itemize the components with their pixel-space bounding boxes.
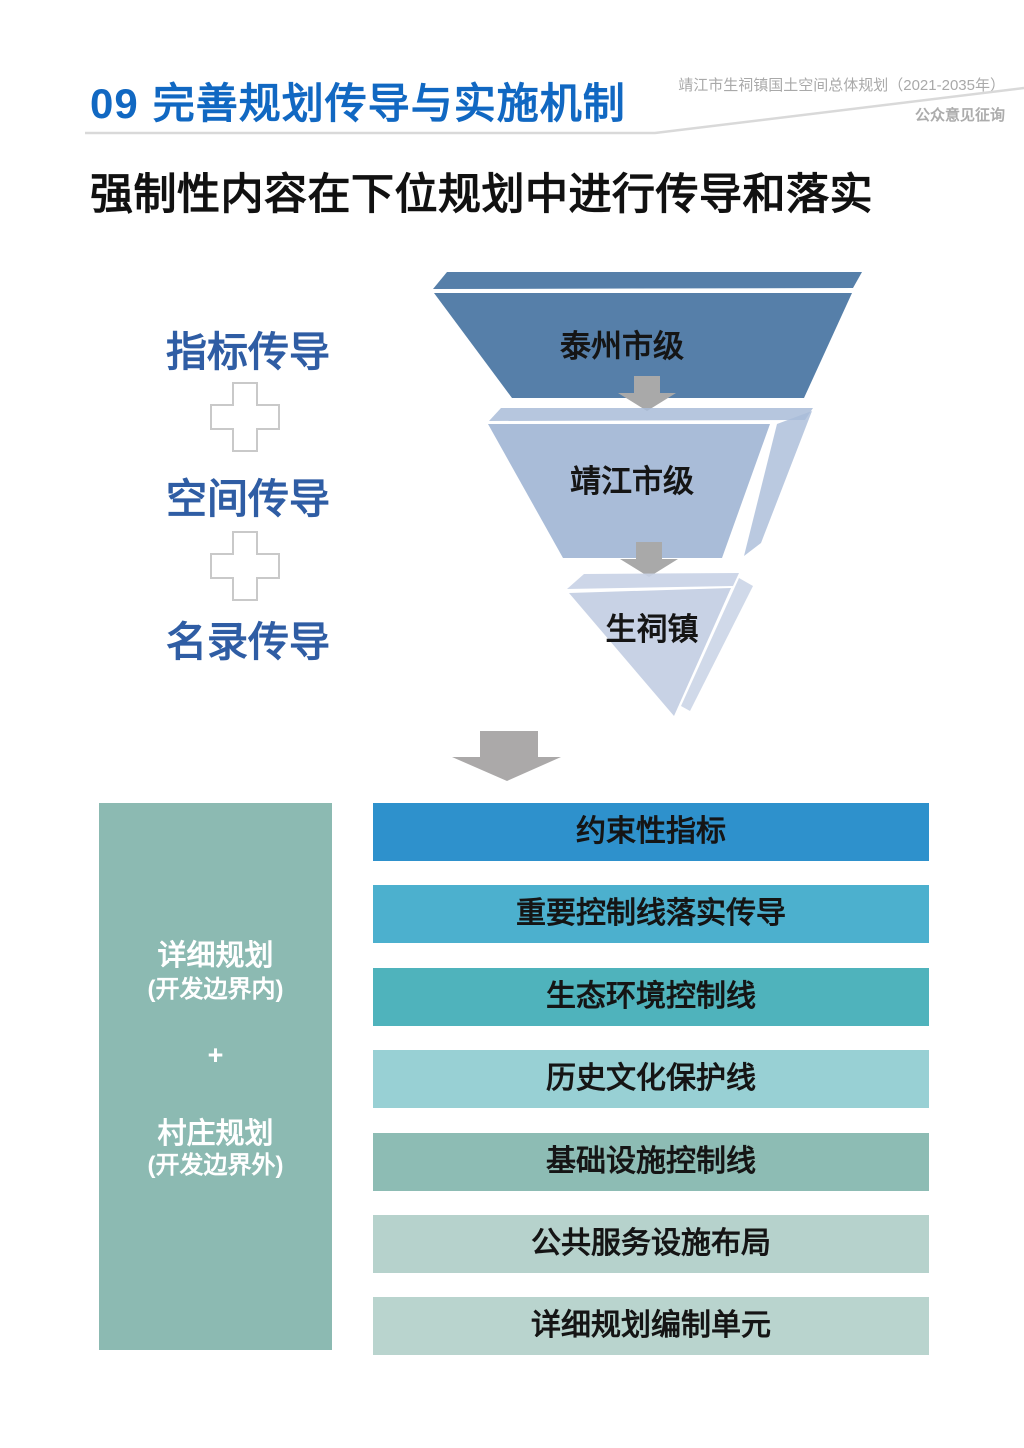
funnel-level-1-lid — [433, 272, 862, 289]
consultation-label: 公众意见征询 — [914, 107, 1005, 124]
funnel-level-2-label: 靖江市级 — [570, 464, 694, 499]
funnel-level-1-label: 泰州市级 — [560, 329, 684, 364]
page-number: 09 — [90, 80, 139, 127]
funnel-level-1-shape — [434, 293, 852, 398]
plus-icon — [210, 531, 280, 601]
plus-icon — [210, 382, 280, 452]
transmission-label-roster: 名录传导 — [166, 619, 330, 665]
control-item-bar: 基础设施控制线 — [373, 1133, 929, 1191]
section-heading: 强制性内容在下位规划中进行传导和落实 — [90, 171, 873, 219]
page-title: 09 完善规划传导与实施机制 — [90, 70, 626, 131]
control-item-bar: 约束性指标 — [373, 803, 929, 861]
funnel-level-2-lid — [489, 408, 813, 421]
down-arrow-icon — [620, 542, 678, 577]
control-item-bar: 详细规划编制单元 — [373, 1297, 929, 1355]
funnel-level-3-edge — [681, 578, 753, 711]
control-item-bar: 重要控制线落实传导 — [373, 885, 929, 943]
transmission-label-indicator: 指标传导 — [166, 329, 330, 375]
control-item-bar: 公共服务设施布局 — [373, 1215, 929, 1273]
funnel-level-2-edge — [744, 411, 812, 556]
funnel-level-3-label: 生祠镇 — [606, 612, 699, 647]
funnel-level-2-shape — [488, 424, 770, 558]
plan-box-line-inside-boundary: (开发边界内) — [147, 976, 284, 1003]
plan-box-line-outside-boundary: (开发边界外) — [147, 1152, 284, 1179]
plan-name: 靖江市生祠镇国土空间总体规划（2021-2035年） — [678, 77, 1005, 94]
plan-scope-box: 详细规划 (开发边界内) + 村庄规划 (开发边界外) — [99, 803, 332, 1350]
plan-box-plus: + — [207, 1040, 224, 1070]
funnel-level-3-shape — [569, 588, 731, 716]
transmission-label-space: 空间传导 — [166, 476, 330, 522]
down-arrow-icon — [618, 376, 676, 411]
plan-box-line-village: 村庄规划 — [157, 1118, 274, 1150]
page-title-text: 完善规划传导与实施机制 — [152, 80, 626, 127]
control-item-bar: 历史文化保护线 — [373, 1050, 929, 1108]
big-down-arrow-icon — [452, 731, 561, 781]
control-item-bar: 生态环境控制线 — [373, 968, 929, 1026]
funnel-level-3-lid — [567, 573, 739, 589]
plan-box-line-detailed: 详细规划 — [157, 940, 274, 972]
